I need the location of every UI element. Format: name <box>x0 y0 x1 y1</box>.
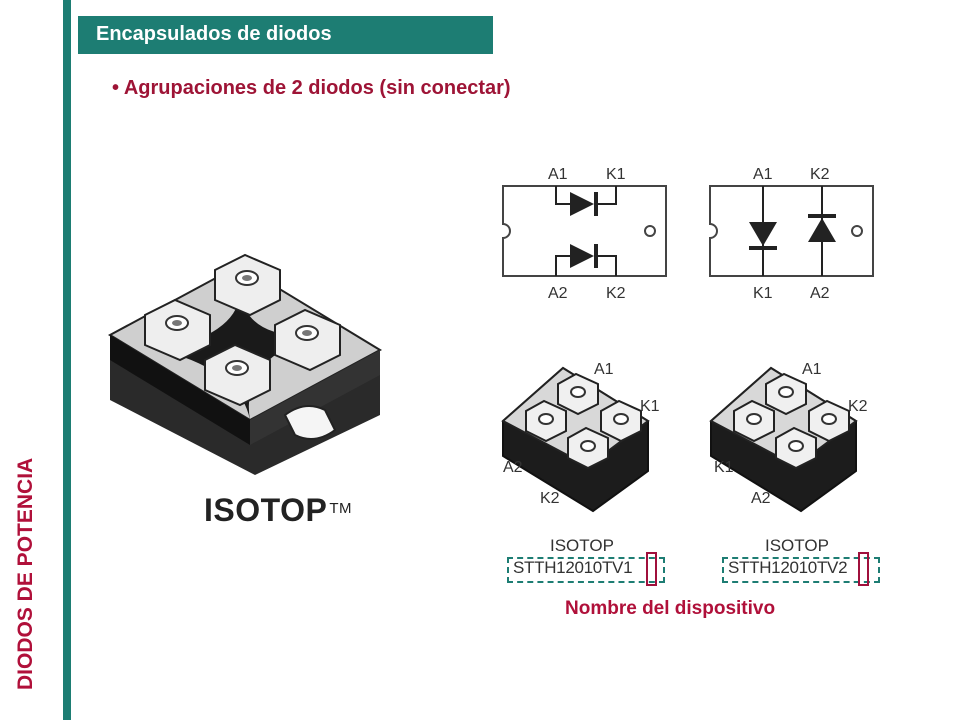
part-number-right: STTH12010TV2 <box>728 558 848 577</box>
trademark-mark: TM <box>329 500 352 517</box>
pkg-left-a2: A2 <box>503 459 523 476</box>
package-left: A1 K1 A2 K2 <box>501 361 660 513</box>
pkg-right-a1: A1 <box>802 361 822 378</box>
diode-symbol-fill <box>570 192 598 268</box>
schem-left-top-right: K1 <box>606 166 626 183</box>
bullet-point: • Agrupaciones de 2 diodos (sin conectar… <box>112 77 511 99</box>
diode-symbol-fill <box>749 214 836 250</box>
schem-left-bottom-left: A2 <box>548 285 568 302</box>
diode-symbol <box>555 186 617 276</box>
schem-right-bottom-right: A2 <box>810 285 830 302</box>
page-title: Encapsulados de diodos <box>96 23 332 45</box>
pkg-right-k2: K2 <box>848 398 868 415</box>
schematic-right: A1 K2 K1 A2 <box>709 166 874 302</box>
pkg-left-k1: K1 <box>640 398 660 415</box>
side-bar <box>63 0 71 720</box>
pkg-left-name: ISOTOP <box>550 536 614 555</box>
diode-lead <box>762 186 823 276</box>
pkg-right-a2: A2 <box>751 490 771 507</box>
schem-left-bottom-right: K2 <box>606 285 626 302</box>
schematic-left: A1 K1 A2 K2 <box>502 166 667 302</box>
variant-digit-highlight-right <box>858 552 869 586</box>
part-number-box-left <box>507 557 665 583</box>
isotop-module-photo <box>107 253 383 475</box>
package-right: A1 K2 K1 A2 <box>709 361 868 513</box>
schem-left-top-left: A1 <box>548 166 568 183</box>
pkg-right-name: ISOTOP <box>765 536 829 555</box>
isotop-brand-text: ISOTOP <box>204 492 328 528</box>
part-number-box-right <box>722 557 880 583</box>
variant-digit-highlight-left <box>646 552 657 586</box>
part-number-left: STTH12010TV1 <box>513 558 633 577</box>
schem-right-top-right: K2 <box>810 166 830 183</box>
pkg-right-k1: K1 <box>714 459 734 476</box>
header-banner: Encapsulados de diodos <box>78 16 493 54</box>
pkg-left-a1: A1 <box>594 361 614 378</box>
pkg-left-k2: K2 <box>540 490 560 507</box>
device-name-caption: Nombre del dispositivo <box>565 598 776 619</box>
schem-right-top-left: A1 <box>753 166 773 183</box>
side-title: DIODOS DE POTENCIA <box>14 457 37 690</box>
schem-right-bottom-left: K1 <box>753 285 773 302</box>
